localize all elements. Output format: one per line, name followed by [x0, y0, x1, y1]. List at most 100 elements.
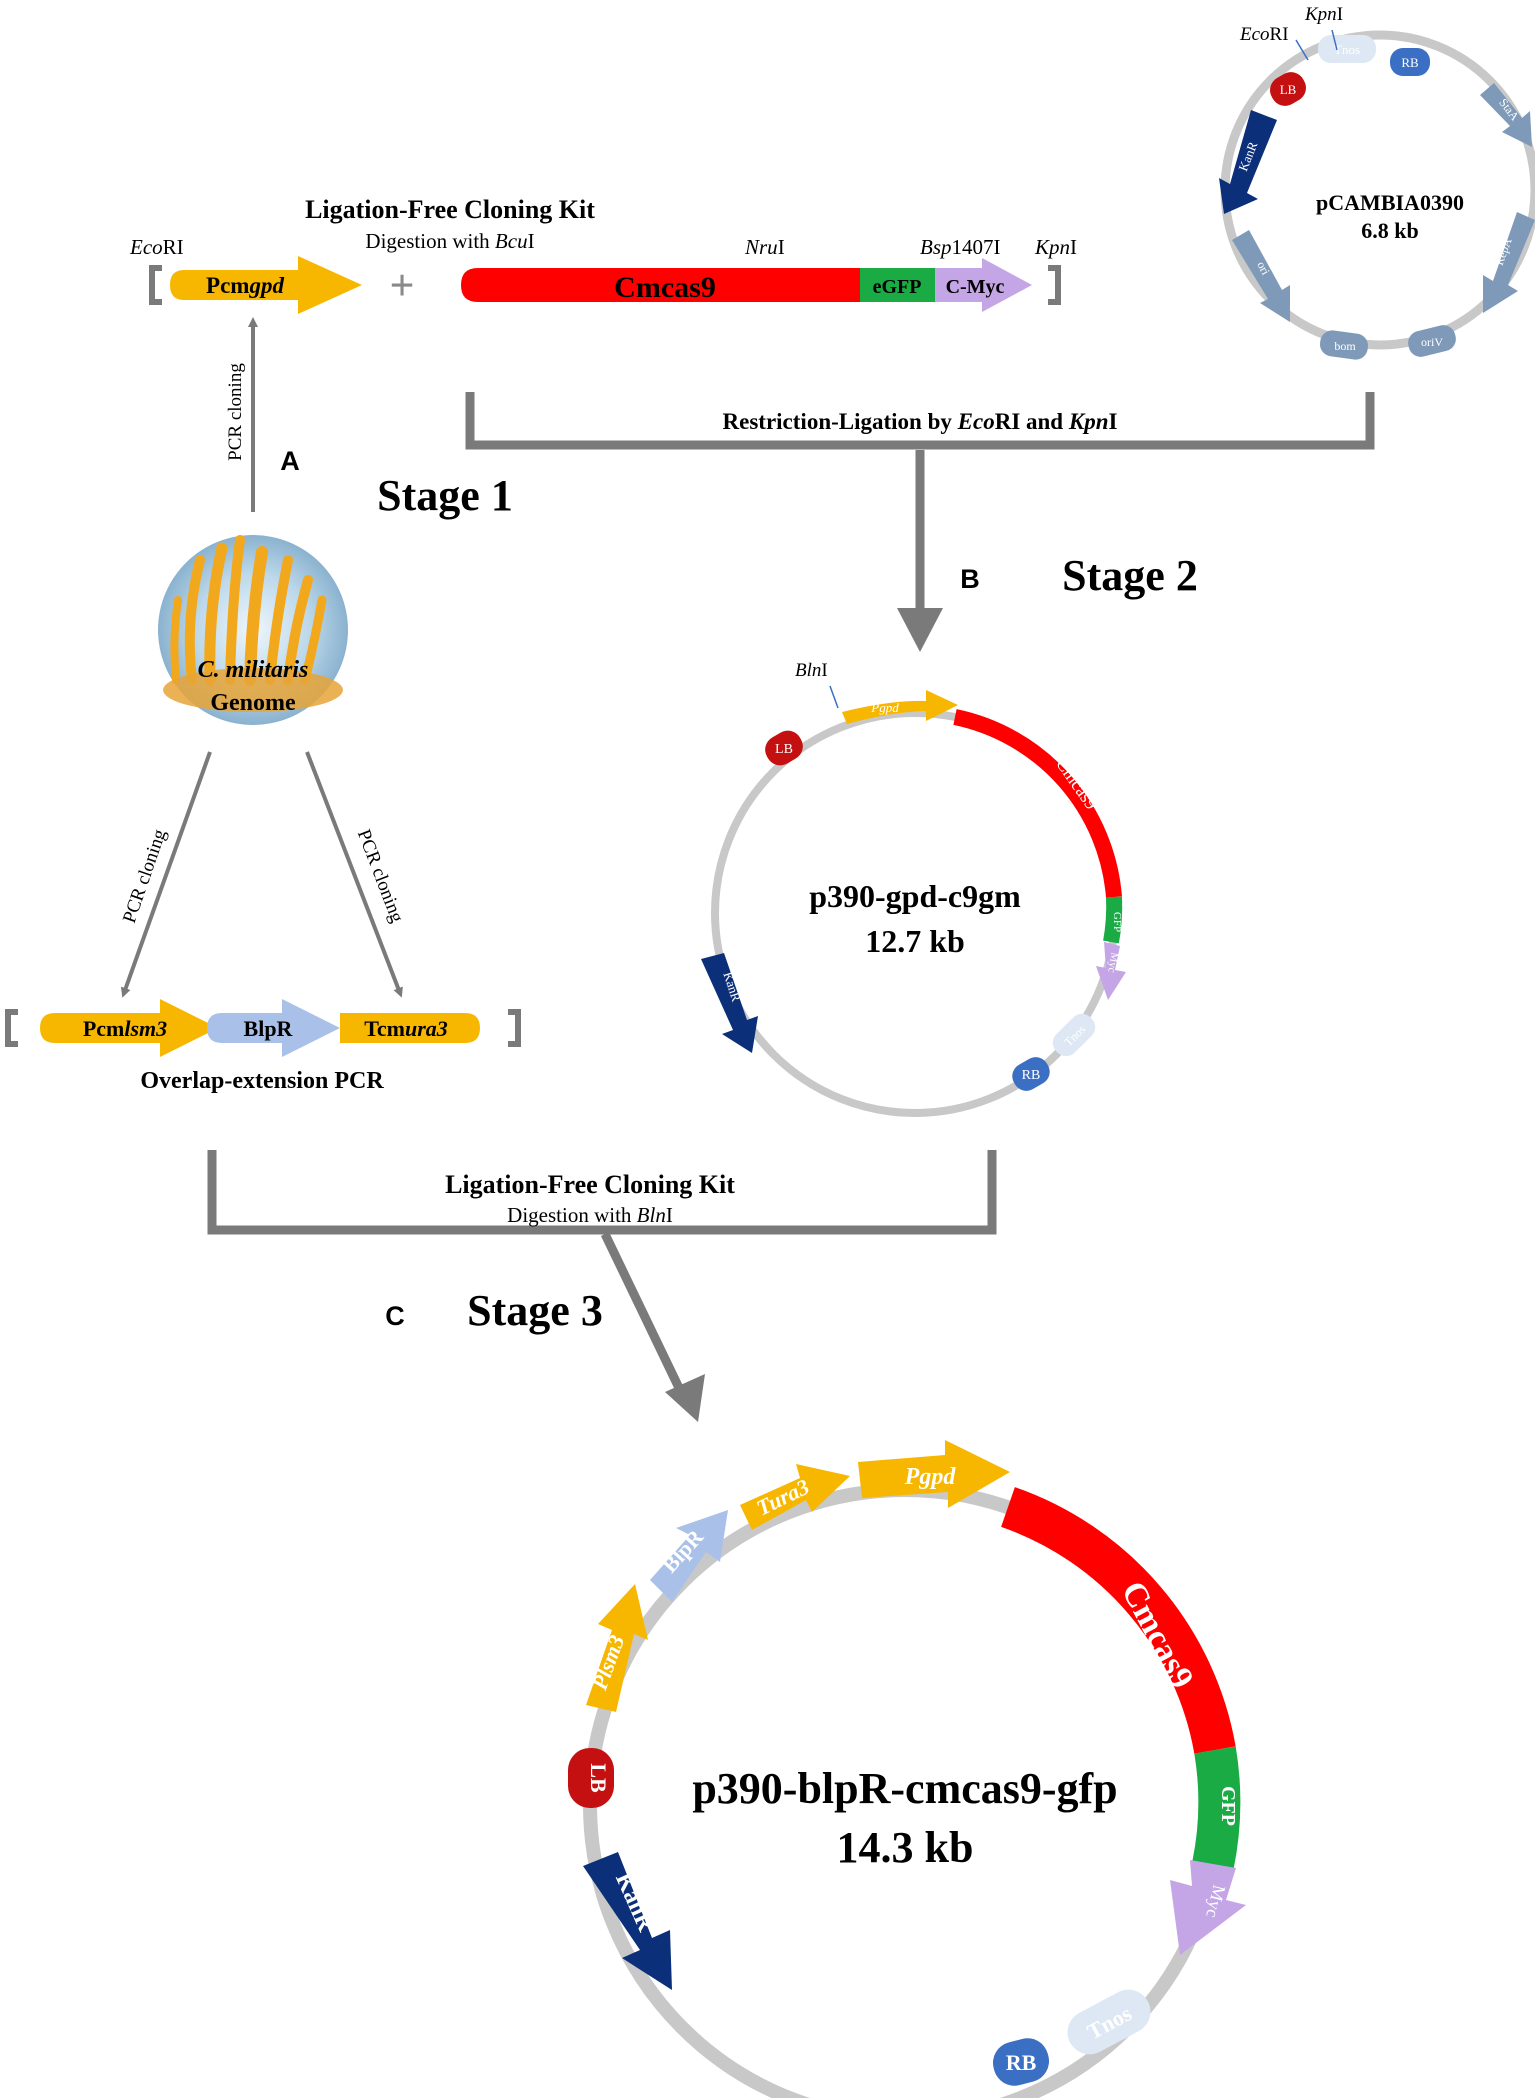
cmilitaris-genome-image: C. militaris Genome [158, 535, 348, 725]
p390-pgpd-label: Pgpd [870, 700, 899, 715]
stage1-kit-title: Ligation-Free Cloning Kit [305, 195, 595, 224]
pcambia0390-plasmid: KanR ori bom oriV RepA StaA RB Tnos LB E… [1219, 4, 1535, 360]
stage1-construct: Ligation-Free Cloning Kit Digestion with… [129, 195, 1077, 314]
stage3-diagonal-arrow-shaft [600, 1232, 685, 1392]
egfp-label: eGFP [873, 276, 922, 298]
overlap-extension-construct: Pcmlsm3 BlpR Tcmura3 Overlap-extension P… [5, 999, 521, 1094]
pcambia-ori-arrow [1232, 230, 1290, 322]
nrui-site-label: NruI [744, 235, 785, 259]
cmcas9-bar [461, 268, 860, 302]
p390-name: p390-gpd-c9gm [809, 878, 1021, 914]
pcr-cloning-up-label: PCR cloning [225, 363, 246, 461]
tcmura3-box [340, 1013, 480, 1043]
stage-a-letter: A [280, 446, 300, 476]
pcambia-lb-label: LB [1280, 82, 1297, 97]
blpr-arrow [207, 999, 340, 1057]
stage1-kit-digestion: Digestion with BcuI [365, 229, 534, 253]
bracket-left-2-icon [5, 1009, 18, 1047]
final-pgpd-label: Pgpd [904, 1464, 957, 1490]
cordyceps-fruiting-bodies-icon [170, 535, 327, 686]
final-myc-arrow [1170, 1860, 1246, 1955]
final-lb-box [568, 1748, 614, 1808]
pcambia-lb-box [1270, 72, 1306, 106]
pcambia-oriv-box [1408, 325, 1456, 357]
p390-blni-tick [829, 685, 839, 709]
stage1-label: Stage 1 [377, 471, 513, 520]
genome-species-label: C. militaris [198, 657, 309, 683]
p390-blni-label: BlnI [795, 660, 828, 681]
pcambia-bom-box [1319, 330, 1369, 360]
pcambia-staa-arrow [1480, 83, 1532, 147]
pcambia-ecori-tick [1295, 39, 1309, 61]
pcambia-name: pCAMBIA0390 [1316, 190, 1464, 215]
pcmlsm3-label: Pcmlsm3 [83, 1016, 167, 1041]
final-rb-label: RB [1006, 2050, 1037, 2075]
p390-gfp-arc [1103, 896, 1123, 944]
p390-pgpd-arrow [842, 690, 958, 724]
bsp1407i-site-label: Bsp1407I [920, 235, 1001, 259]
pcambia-repa-arrow [1483, 212, 1535, 313]
p390-size: 12.7 kb [865, 923, 965, 959]
p390-blpr-cmcas9-gfp-plasmid: Cmcas9 GFP Myc Tnos RB KanR LB Plsm3 Blp… [568, 1440, 1246, 2098]
pcambia-kanr-arrow [1219, 110, 1277, 214]
p390-tnos-box [1052, 1013, 1096, 1057]
final-tnos-box [1067, 1989, 1151, 2055]
final-rb-box [992, 2038, 1050, 2086]
bracket-left-icon [149, 265, 162, 305]
blpr-label: BlpR [244, 1016, 294, 1041]
stage2-merge-bracket [465, 392, 1375, 450]
final-gfp-label: GFP [1217, 1786, 1239, 1826]
final-plsm3-arrow [586, 1584, 648, 1712]
final-kanr-arrow [583, 1852, 672, 1990]
final-cmcas9-arc [1000, 1487, 1236, 1754]
p390-gpd-c9gm-plasmid: Cmcas9 GFP Myc Tnos RB KanR LB Pgpd BlnI… [701, 660, 1126, 1117]
stage3-merge-bracket [207, 1150, 997, 1235]
final-plasmid-size: 14.3 kb [837, 1823, 974, 1872]
bracket-right-2-icon [508, 1009, 521, 1047]
genome-label: Genome [210, 690, 296, 716]
final-pgpd-arrow [858, 1440, 1010, 1508]
p390-rb-label: RB [1022, 1068, 1041, 1083]
p390-gfp-label: GFP [1111, 912, 1123, 932]
pcmgpd-label: Pcmgpd [206, 273, 284, 298]
pcambia-tnos-label: Tnos [1334, 42, 1360, 57]
p390-kanr-arrow [701, 953, 758, 1053]
cmcas9-label: Cmcas9 [614, 271, 716, 304]
overlap-extension-label: Overlap-extension PCR [140, 1068, 384, 1094]
pcambia-ecori-label: EcoRI [1239, 24, 1289, 45]
plus-sign: + [389, 261, 414, 310]
p390-myc-arrow [1096, 942, 1126, 1000]
pcr-cloning-left-arrow [120, 751, 212, 998]
stage3-arrow-head-icon [665, 1374, 705, 1422]
stage2-down-arrow-head-icon [897, 608, 943, 652]
cmyc-label: C-Myc [946, 276, 1005, 298]
pcambia-tnos-box [1318, 35, 1376, 63]
egfp-bar [860, 268, 935, 302]
final-blpr-arrow [650, 1510, 728, 1602]
pcambia-rb-label: RB [1401, 55, 1419, 70]
p390-cmcas9-arc [953, 709, 1122, 898]
p390-rb-box [1012, 1057, 1050, 1091]
pcr-cloning-left-label: PCR cloning [119, 826, 171, 926]
p390-lb-box [765, 730, 803, 766]
final-plasmid-name: p390-blpR-cmcas9-gfp [692, 1764, 1117, 1813]
pcr-cloning-right-arrow [305, 751, 403, 998]
pcambia-size: 6.8 kb [1361, 218, 1418, 243]
pcmlsm3-arrow [40, 999, 218, 1057]
final-tura3-arrow [740, 1464, 850, 1530]
pcr-cloning-right-label: PCR cloning [353, 827, 408, 926]
bracket-right-icon [1048, 265, 1061, 305]
stage3-kit-digestion: Digestion with BlnI [507, 1203, 673, 1227]
stage3-label: Stage 3 [467, 1286, 603, 1335]
cmyc-arrow [935, 258, 1032, 312]
p390-myc-label: Myc [1105, 952, 1120, 974]
final-lb-label: LB [586, 1763, 611, 1793]
stage-c-letter: C [385, 1301, 405, 1331]
kpni-site-label: KpnI [1034, 235, 1077, 259]
pcambia-rb-box [1390, 48, 1430, 76]
p390-lb-label: LB [775, 742, 793, 757]
pcmgpd-arrow [170, 256, 362, 314]
final-gfp-arc [1192, 1746, 1241, 1870]
ecori-site-label: EcoRI [129, 235, 184, 259]
